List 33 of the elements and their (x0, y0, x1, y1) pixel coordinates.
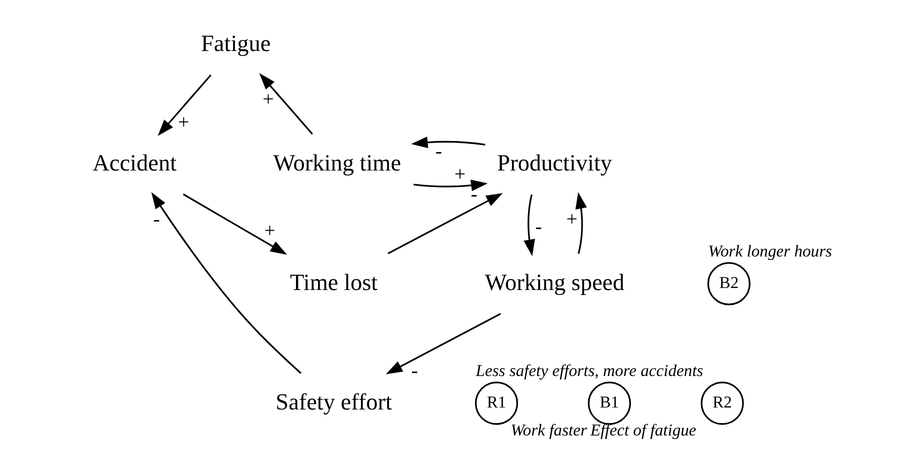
arrow (574, 192, 586, 254)
node-text: Fatigue (200, 30, 270, 57)
arrow (258, 73, 313, 135)
arrow (387, 193, 502, 254)
edge-label: - (534, 216, 542, 238)
arrow (413, 180, 488, 192)
edge-label: - (410, 360, 418, 382)
edge-label: + (566, 208, 578, 230)
edge-label: - (470, 184, 477, 206)
arrow (150, 192, 301, 374)
node-label: Less safety efforts, more accidents (475, 360, 703, 380)
edge-label: - (152, 208, 160, 231)
arrow (157, 74, 211, 136)
arrow (182, 194, 287, 255)
arrow (385, 313, 500, 374)
edge-label: + (454, 164, 466, 186)
edge-label: + (264, 220, 275, 242)
arrow (523, 194, 535, 256)
node-text: Working time (272, 150, 401, 176)
node-label: Work longer hours (708, 241, 832, 260)
edge-label: + (178, 111, 189, 134)
node-text: Working speed (484, 270, 624, 296)
node-circle: B1 (587, 382, 630, 425)
node-circle: R2 (700, 382, 744, 425)
arrow (410, 136, 485, 148)
node-text: Safety effort (275, 389, 392, 416)
node-text: Productivity (496, 150, 612, 176)
node-text: Accident (92, 150, 176, 176)
node-circle: R1 (474, 382, 518, 425)
edge-label: + (262, 88, 274, 111)
edge-label: - (434, 140, 442, 163)
node-circle: B2 (706, 262, 750, 306)
node-text: Time lost (290, 270, 378, 296)
